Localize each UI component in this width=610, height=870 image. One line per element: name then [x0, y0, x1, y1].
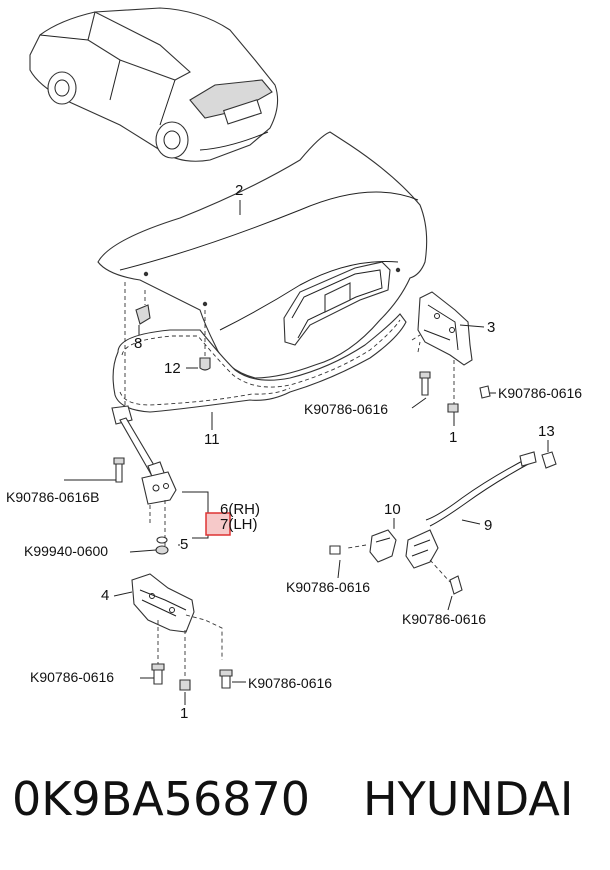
- callout-12: 12: [164, 360, 181, 377]
- rubber-stop: [199, 357, 211, 371]
- trunk-latch: [347, 518, 397, 563]
- hinge-right: [411, 291, 473, 366]
- nut-bottom: [179, 679, 191, 691]
- callout-8: 8: [134, 335, 142, 352]
- hinge-left: [131, 573, 223, 678]
- code-bottom-left: K90786-0616: [30, 669, 114, 685]
- callout-6-rh: 6(RH): [220, 501, 260, 518]
- leader-lines: [64, 200, 549, 705]
- code-washer: K99940-0600: [24, 543, 108, 559]
- bolt-right-hinge: [419, 371, 431, 396]
- callout-10: 10: [384, 501, 401, 518]
- callout-9: 9: [484, 517, 492, 534]
- bumper-pad: [135, 304, 151, 325]
- brand-name: HYUNDAI: [363, 772, 574, 826]
- callout-13: 13: [538, 423, 555, 440]
- code-bottom-right: K90786-0616: [248, 675, 332, 691]
- highlight-box: [205, 512, 231, 536]
- callout-5: 5: [180, 536, 188, 553]
- callout-11: 11: [204, 431, 220, 448]
- nut-right: [447, 403, 459, 413]
- code-hinge-right: K90786-0616: [498, 385, 582, 401]
- code-latch-right: K90786-0616: [402, 611, 486, 627]
- callout-3: 3: [487, 319, 495, 336]
- latch-cable: [405, 451, 557, 583]
- code-latch-left: K90786-0616: [286, 579, 370, 595]
- part-number: 0K9BA56870: [12, 772, 311, 826]
- bolt-right-hinge-2: [479, 385, 491, 399]
- exploded-parts-diagram: 2 3 8 12 11 1 13 10 9 6(RH) 7(LH) 5 4 1 …: [6, 7, 582, 722]
- bolt-bottom-right: [219, 669, 233, 689]
- callout-4: 4: [101, 587, 109, 604]
- car-illustration: [29, 7, 279, 162]
- code-hinge-right-left: K90786-0616: [304, 401, 388, 417]
- code-strut-bolt: K90786-0616B: [6, 489, 99, 505]
- callout-1-upper: 1: [449, 429, 457, 446]
- weatherstrip: [112, 313, 407, 413]
- bolt-strut: [113, 457, 125, 483]
- callout-7-lh: 7(LH): [220, 516, 258, 533]
- trunk-lid: [97, 131, 428, 379]
- bolt-latch-left: [329, 545, 341, 555]
- bolt-bottom-left: [151, 663, 165, 685]
- strut-bracket: [141, 471, 177, 505]
- bolt-latch-right: [449, 575, 463, 595]
- callout-1-lower: 1: [180, 705, 188, 722]
- callout-2: 2: [235, 182, 243, 199]
- washer: [155, 536, 169, 555]
